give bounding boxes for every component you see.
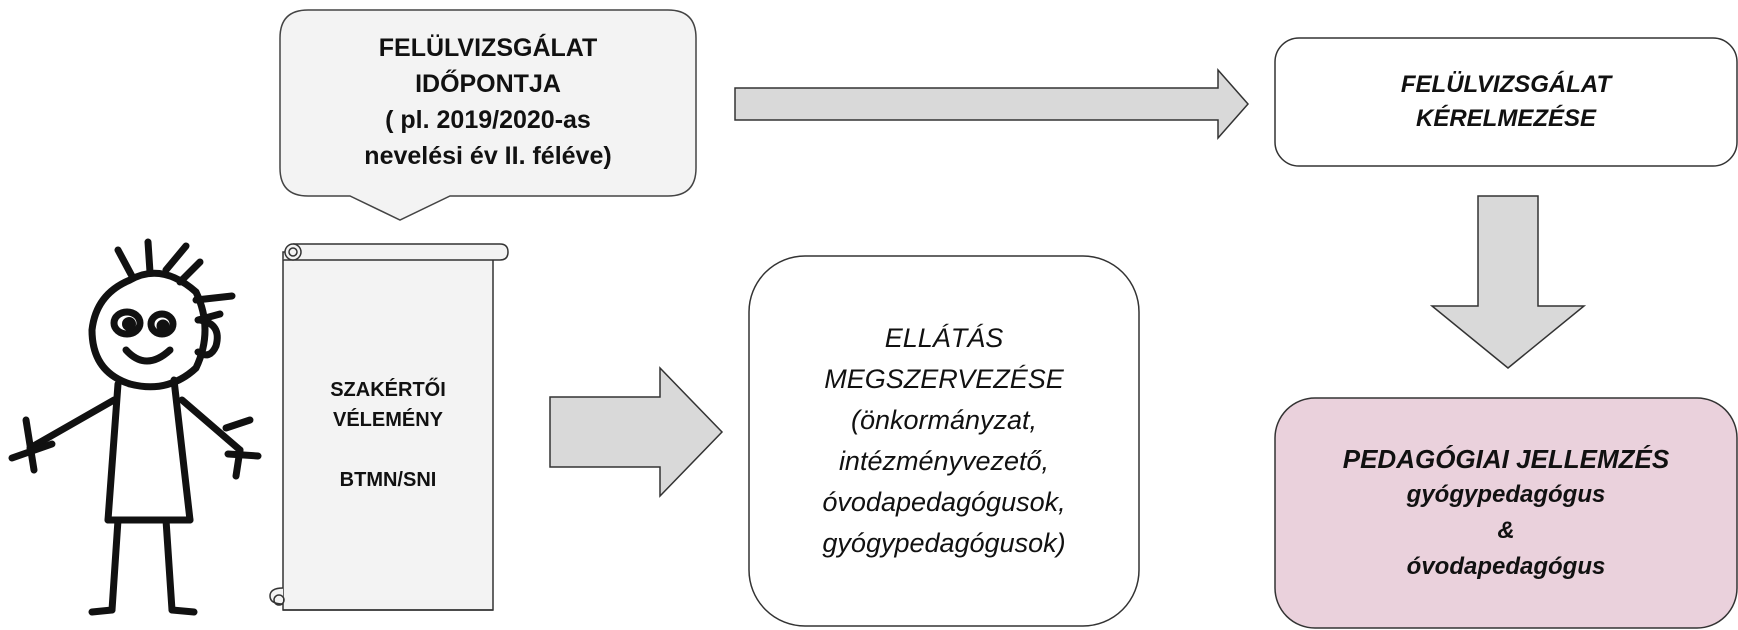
callout-line: ( pl. 2019/2020-as xyxy=(385,106,591,134)
callout-bubble xyxy=(279,9,697,221)
expert-opinion-line2: VÉLEMÉNY xyxy=(332,409,444,431)
characterization-box-shape xyxy=(1274,397,1738,629)
arrow-down-to-characterization xyxy=(1429,195,1587,369)
provision-line: MEGSZERVEZÉSE xyxy=(824,364,1064,394)
provision-box-text: ELLÁTÁS MEGSZERVEZÉSE (önkormányzat, int… xyxy=(749,256,1139,626)
expert-opinion-line1: SZAKÉRTŐI xyxy=(330,379,446,401)
request-box-text: FELÜLVIZSGÁLAT KÉRELMEZÉSE xyxy=(1275,38,1737,166)
request-line: FELÜLVIZSGÁLAT xyxy=(1400,71,1612,98)
characterization-box-text: PEDAGÓGIAI JELLEMZÉS gyógypedagógus & óv… xyxy=(1275,398,1737,628)
callout-line: nevelési év II. féléve) xyxy=(364,142,612,170)
characterization-line: gyógypedagógus xyxy=(1406,481,1606,508)
request-box-shape xyxy=(1274,37,1738,167)
request-line: KÉRELMEZÉSE xyxy=(1415,105,1597,132)
stick-figure-child xyxy=(8,238,262,616)
characterization-title: PEDAGÓGIAI JELLEMZÉS xyxy=(1342,444,1670,474)
provision-box-shape xyxy=(748,255,1140,627)
btmn-sni-label: BTMN/SNI xyxy=(339,469,437,491)
characterization-line: & xyxy=(1497,517,1515,544)
scroll-document xyxy=(269,243,509,611)
scroll-text: SZAKÉRTŐI VÉLEMÉNY BTMN/SNI xyxy=(283,370,493,500)
provision-line: intézményvezető, xyxy=(838,446,1050,476)
callout-text: FELÜLVIZSGÁLAT IDŐPONTJA ( pl. 2019/2020… xyxy=(282,22,694,182)
provision-line: gyógypedagógusok) xyxy=(822,528,1066,558)
provision-line: ELLÁTÁS xyxy=(884,323,1004,353)
provision-line: óvodapedagógusok, xyxy=(822,487,1066,517)
characterization-line: óvodapedagógus xyxy=(1406,553,1606,580)
callout-line: FELÜLVIZSGÁLAT xyxy=(378,34,598,62)
provision-line: (önkormányzat, xyxy=(850,405,1038,435)
arrow-to-request xyxy=(734,68,1250,140)
callout-line: IDŐPONTJA xyxy=(415,70,561,98)
arrow-to-provision xyxy=(549,366,724,498)
